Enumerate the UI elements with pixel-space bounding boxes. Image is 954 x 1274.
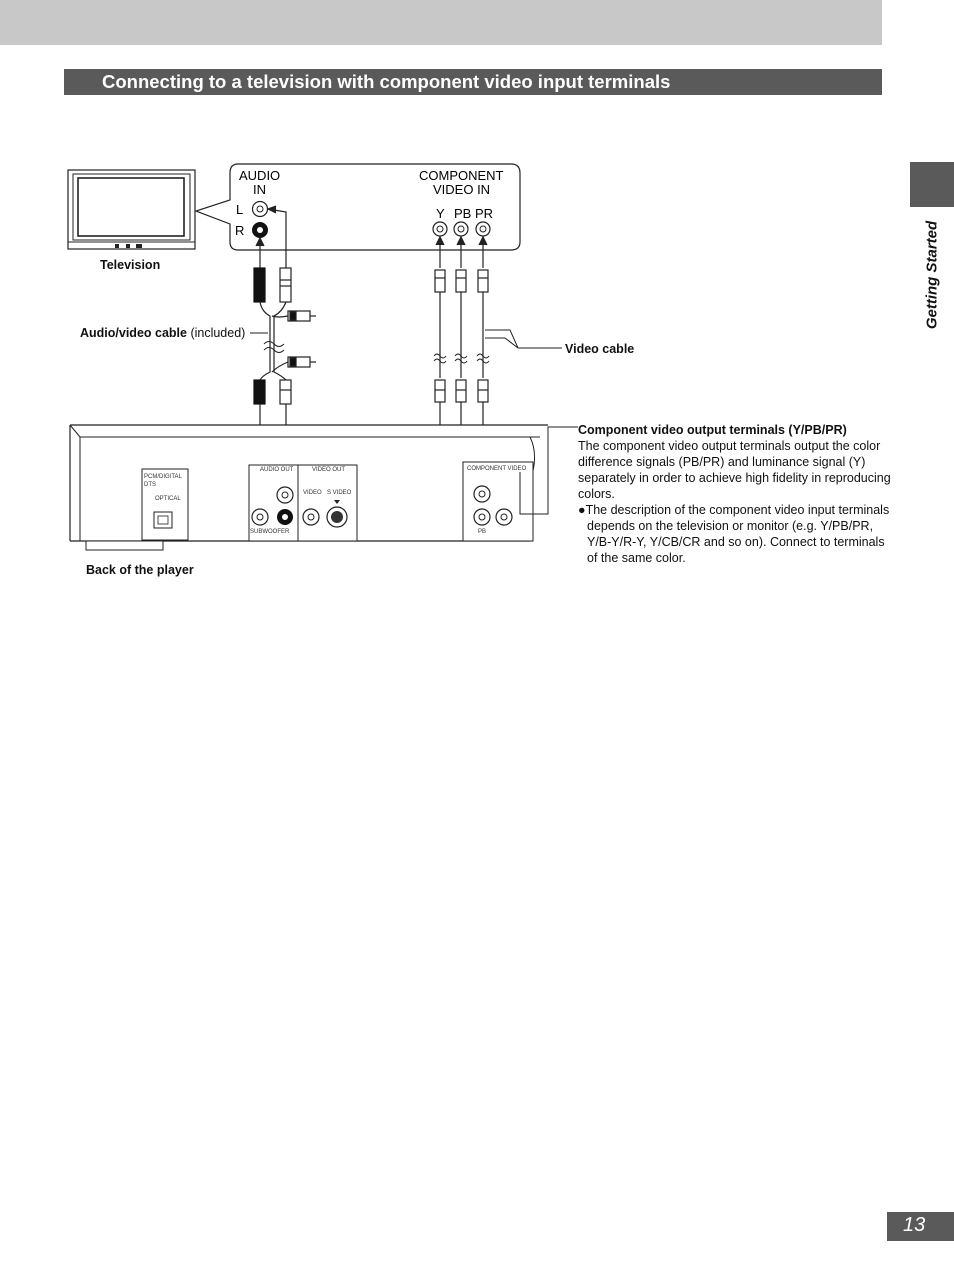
television-illustration (67, 169, 196, 250)
page-title: Connecting to a television with componen… (102, 71, 671, 92)
television-label: Television (100, 258, 161, 272)
tv-audio-label-1: AUDIO (239, 168, 281, 183)
tv-right-label: R (235, 223, 245, 238)
tv-left-label: L (236, 202, 244, 217)
label-dts: DTS (144, 482, 156, 488)
component-terminal-description: Component video output terminals (Y/PB/P… (578, 422, 893, 566)
description-heading: Component video output terminals (Y/PB/P… (578, 423, 847, 437)
tv-audio-label-2: IN (253, 182, 266, 197)
tv-component-label-1: COMPONENT (419, 168, 504, 183)
page-number-box: 13 (887, 1212, 954, 1241)
player-back-label: Back of the player (86, 563, 194, 577)
video-cable-label: Video cable (565, 342, 635, 356)
connection-diagram: PCM/DIGITAL DTS OPTICAL AUDIO OUT VIDEO … (67, 163, 578, 551)
tv-pr-label: PR (475, 206, 494, 221)
description-bullet: ●The description of the component video … (578, 503, 890, 565)
tv-component-jacks (432, 221, 491, 237)
video-cable-leader (485, 329, 562, 349)
bullet-symbol: ● (578, 503, 586, 517)
label-video-out: VIDEO OUT (312, 467, 345, 473)
tv-y-label: Y (436, 206, 445, 221)
description-body: The component video output terminals out… (578, 439, 891, 501)
tv-component-label-2: VIDEO IN (433, 182, 491, 197)
label-audio-out: AUDIO OUT (260, 467, 294, 473)
label-subwoofer: SUBWOOFER (250, 529, 290, 535)
label-video: VIDEO (303, 490, 322, 496)
section-tab-marker (910, 162, 954, 207)
top-band (0, 0, 882, 45)
page-number: 13 (903, 1214, 926, 1236)
label-component-video: COMPONENT VIDEO (467, 466, 527, 472)
label-s-video: S VIDEO (327, 490, 352, 496)
component-terminal-callout (519, 426, 578, 515)
av-cable-label: Audio/video cable (included) (80, 326, 246, 340)
section-title-bar: Connecting to a television with componen… (64, 69, 882, 95)
tv-pb-label: PB (454, 206, 472, 221)
label-pb-small: PB (478, 529, 486, 535)
label-optical: OPTICAL (155, 496, 181, 502)
player-back-illustration (69, 424, 548, 551)
label-pcm-digital: PCM/DIGITAL (144, 474, 183, 480)
